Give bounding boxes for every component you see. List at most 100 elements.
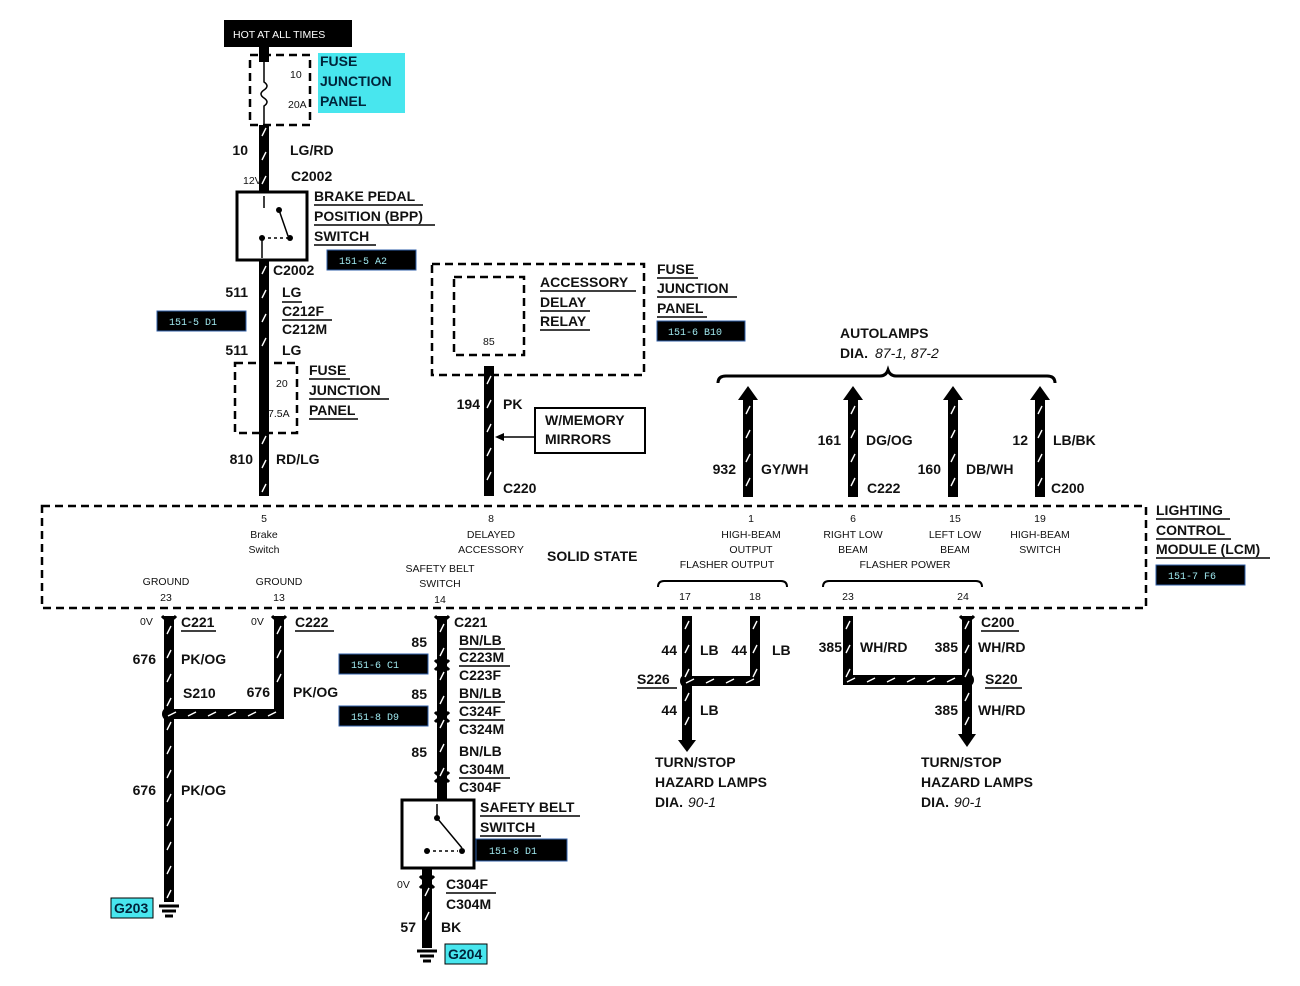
left-turn-dia: 90-1: [688, 794, 716, 810]
c304-connector-bottom: [433, 776, 451, 784]
wire-hatch: [745, 429, 751, 439]
wire-hatch: [261, 265, 267, 275]
left-turn-circuit-b: 44: [731, 642, 747, 658]
wire-hatch: [261, 289, 267, 299]
g203-highlight: [110, 897, 154, 919]
fuse-panel-box-1: [248, 53, 312, 127]
autolamp-color-161: DG/OG: [866, 432, 913, 448]
wire-hatch: [684, 716, 690, 726]
wire-hatch: [964, 692, 970, 702]
lcm-pin-8-label-2: ACCESSORY: [458, 544, 524, 556]
wire-hatch: [261, 313, 267, 323]
belt-voltage: 0V: [397, 879, 410, 891]
right-turn-dia-label: DIA.: [921, 794, 949, 810]
relay-ref-box: [656, 320, 746, 342]
gnd-left-circuit: 676: [133, 651, 157, 667]
memory-mirrors-box: [534, 407, 646, 454]
lcm-ref-box: [1155, 564, 1246, 586]
wire-10-color: LG/RD: [290, 142, 334, 158]
right-turn-dia: 90-1: [954, 794, 982, 810]
lcm-flasher-output: FLASHER OUTPUT: [680, 559, 775, 571]
autolamps-dia: 87-1, 87-2: [875, 345, 939, 361]
autolamp-arrow-932: [738, 386, 758, 400]
hot-at-all-times-box: [224, 20, 352, 47]
lcm-pin-13: 13: [273, 592, 285, 604]
w511-conn-top: C2002: [273, 262, 314, 278]
autolamp-circuit-932: 932: [713, 461, 737, 477]
fuse-1-highlight: [318, 53, 405, 113]
right-turn-dest-2: HAZARD LAMPS: [921, 774, 1033, 790]
lcm-pin-18: 18: [749, 591, 761, 603]
wire-hatch: [926, 677, 936, 683]
wire-hatch: [439, 671, 445, 681]
wire-hatch: [261, 175, 267, 185]
fuse-element-1: [260, 62, 268, 130]
right-turn-splice: S220: [985, 671, 1018, 687]
left-turn-color-a: LB: [700, 642, 719, 658]
left-turn-dest-1: TURN/STOP: [655, 754, 736, 770]
wire-hatch: [166, 865, 172, 875]
fuse-1-title-2: JUNCTION: [320, 73, 392, 89]
c304-lower-connector-top: [418, 874, 436, 882]
left-turn-circuit-c: 44: [661, 702, 677, 718]
relay-title-1: ACCESSORY: [540, 274, 629, 290]
lcm-pin-15: 15: [949, 513, 961, 525]
lcm-pin-17: 17: [679, 591, 691, 603]
belt-switch-ref-box: [475, 838, 568, 862]
wire-hatch: [684, 620, 690, 630]
wire-hatch: [276, 673, 282, 683]
wire-hatch: [752, 668, 758, 678]
left-turn-color-b: LB: [772, 642, 791, 658]
wire-hatch: [167, 711, 177, 717]
left-turn-color-c: LB: [700, 702, 719, 718]
wire-hatch: [486, 399, 492, 409]
lcm-pin-6-label-1: RIGHT LOW: [823, 529, 882, 541]
fuse-2-title-1: FUSE: [309, 362, 346, 378]
wire-10-circuit: 10: [232, 142, 248, 158]
belt-seg3-conn-b: C304F: [459, 779, 501, 795]
wire-hatch: [166, 649, 172, 659]
belt-seg1-ref-box: [338, 653, 429, 675]
bpp-voltage: 12V: [243, 175, 262, 187]
w511-conn-b: C212M: [282, 321, 327, 337]
c200-lower-connector: [958, 614, 976, 622]
belt-seg2-conn-b: C324M: [459, 721, 504, 737]
fuse-2-title-2: JUNCTION: [309, 382, 381, 398]
wire-hatch: [752, 620, 758, 630]
lcm-pin-5-label-2: Switch: [249, 544, 280, 556]
fuse-2-title-3: PANEL: [309, 402, 356, 418]
belt-color: BK: [441, 919, 461, 935]
lcm-pin-8: 8: [488, 513, 494, 525]
autolamps-title: AUTOLAMPS: [840, 325, 928, 341]
wire-hatch: [261, 483, 267, 493]
belt-switch-title-2: SWITCH: [480, 819, 535, 835]
wire-hatch-marks: [166, 127, 1043, 921]
bpp-ref: 151-5 A2: [339, 257, 387, 268]
fuse-2-amp: 7.5A: [268, 408, 290, 420]
relay-panel-title-3: PANEL: [657, 300, 704, 316]
autolamp-color-160: DB/WH: [966, 461, 1013, 477]
bpp-switch-arm: [278, 209, 289, 237]
belt-switch-title-1: SAFETY BELT: [480, 799, 575, 815]
wire-hatch: [267, 711, 277, 717]
autolamp-circuit-161: 161: [818, 432, 842, 448]
w194-connector: C220: [503, 480, 537, 496]
c304-lower-connector-bottom: [418, 882, 436, 890]
w511-color-2: LG: [282, 342, 302, 358]
fuse-1-amp: 20A: [288, 99, 307, 111]
right-turn-connector: C200: [981, 614, 1015, 630]
wire-hatch: [684, 668, 690, 678]
belt-switch-node: [424, 848, 430, 854]
lcm-flasher-power: FLASHER POWER: [859, 559, 950, 571]
wire-hatch: [424, 887, 430, 897]
lcm-title-1: LIGHTING: [1156, 502, 1223, 518]
wire-hatch: [845, 644, 851, 654]
lcm-pin-15-label-1: LEFT LOW: [929, 529, 981, 541]
wire-hatch: [166, 841, 172, 851]
g203-label: G203: [114, 900, 148, 916]
s226-splice: [680, 674, 694, 688]
relay-panel-box: [430, 262, 646, 377]
left-turn-arrow: [678, 740, 696, 752]
wire-hatch: [166, 769, 172, 779]
